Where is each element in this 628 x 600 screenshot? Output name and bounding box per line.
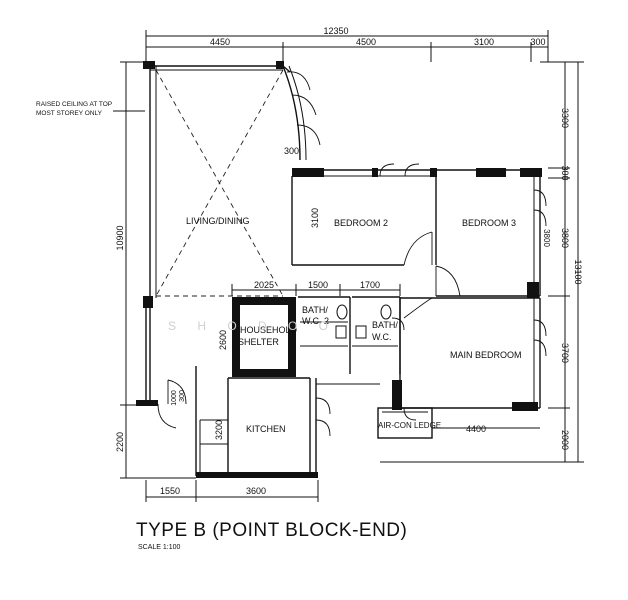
dim-1700: 1700 bbox=[360, 280, 380, 290]
aircon-ledge: AIR-CON LEDGE bbox=[377, 407, 441, 439]
bedroom-3: 3800 BEDROOM 3 bbox=[435, 168, 551, 298]
dim-4500: 4500 bbox=[356, 37, 376, 47]
raised-ceiling-note: RAISED CEILING AT TOP MOST STOREY ONLY bbox=[36, 101, 145, 117]
bedroom-2: 3100 BEDROOM 2 bbox=[291, 163, 437, 266]
room-label-living-dining: LIVING/DINING bbox=[186, 216, 250, 226]
room-label-kitchen: KITCHEN bbox=[246, 424, 286, 434]
dim-2200: 2200 bbox=[115, 432, 125, 452]
room-label-household: HOUSEHOLD bbox=[240, 325, 298, 335]
dim-shelter-2600: 2600 bbox=[218, 330, 228, 350]
dim-3800: 3800 bbox=[560, 228, 570, 248]
svg-text:RAISED CEILING AT TOP: RAISED CEILING AT TOP bbox=[36, 101, 112, 108]
dim-3300: 3300 bbox=[560, 108, 570, 128]
bath-wc-2: BATH/ W.C. 2 bbox=[298, 296, 351, 374]
top-dimensions: 12350 4450 4500 3100 300 bbox=[145, 26, 549, 62]
room-label-bath-2-line1: BATH/ bbox=[302, 305, 328, 315]
watermark: S H O D O O bbox=[168, 319, 337, 333]
dim-1550: 1550 bbox=[160, 486, 180, 496]
bath-wc-main: BATH/ W.C. bbox=[352, 296, 405, 374]
plan-scale: SCALE 1:100 bbox=[138, 544, 181, 551]
dim-10900: 10900 bbox=[115, 225, 125, 250]
dim-porch-300: 300 bbox=[284, 146, 299, 156]
dim-3600: 3600 bbox=[246, 486, 266, 496]
svg-text:MOST STOREY ONLY: MOST STOREY ONLY bbox=[36, 110, 103, 117]
dim-entry-300: 300 bbox=[179, 390, 186, 402]
dim-2025: 2025 bbox=[254, 280, 274, 290]
main-bedroom: MAIN BEDROOM 4400 bbox=[392, 297, 547, 434]
room-label-bath-1-line2: W.C. bbox=[372, 332, 392, 342]
entry-area: 1000 300 bbox=[136, 300, 197, 476]
household-shelter: HOUSEHOLD SHELTER 2600 bbox=[218, 297, 298, 377]
dim-2000: 2000 bbox=[560, 430, 570, 450]
kitchen: 3200 KITCHEN bbox=[196, 377, 380, 478]
dim-13100: 13100 bbox=[573, 259, 583, 284]
room-label-bedroom-3: BEDROOM 3 bbox=[462, 218, 516, 228]
dim-ledge-4400: 4400 bbox=[466, 424, 486, 434]
plan-title: TYPE B (POINT BLOCK-END) bbox=[136, 520, 407, 541]
dim-1500: 1500 bbox=[308, 280, 328, 290]
room-label-bath-2-line2: W.C. 2 bbox=[302, 316, 329, 326]
room-label-bath-1-line1: BATH/ bbox=[372, 320, 398, 330]
dim-total-width: 12350 bbox=[323, 26, 348, 36]
dim-300-right: 300 bbox=[560, 165, 570, 180]
dim-entry-1000: 1000 bbox=[171, 390, 178, 406]
dim-3700: 3700 bbox=[560, 343, 570, 363]
dim-bedroom2-3100: 3100 bbox=[310, 208, 320, 228]
dim-3100: 3100 bbox=[474, 37, 494, 47]
bottom-dimensions: 1550 3600 bbox=[145, 480, 319, 502]
dim-right-3800-inside: 3800 bbox=[542, 229, 551, 247]
dim-kitchen-3200: 3200 bbox=[214, 420, 224, 440]
right-dimensions: 3300 300 3800 13100 3700 2000 bbox=[380, 61, 584, 463]
room-label-shelter: SHELTER bbox=[238, 337, 279, 347]
dim-4450: 4450 bbox=[210, 37, 230, 47]
room-label-aircon-ledge: AIR-CON LEDGE bbox=[378, 421, 441, 430]
room-label-main-bedroom: MAIN BEDROOM bbox=[450, 350, 522, 360]
living-dining-area: 300 LIVING/DINING bbox=[143, 61, 321, 400]
mid-dimensions: 2025 1500 1700 bbox=[231, 280, 401, 296]
room-label-bedroom-2: BEDROOM 2 bbox=[334, 218, 388, 228]
dim-300-top: 300 bbox=[530, 37, 545, 47]
